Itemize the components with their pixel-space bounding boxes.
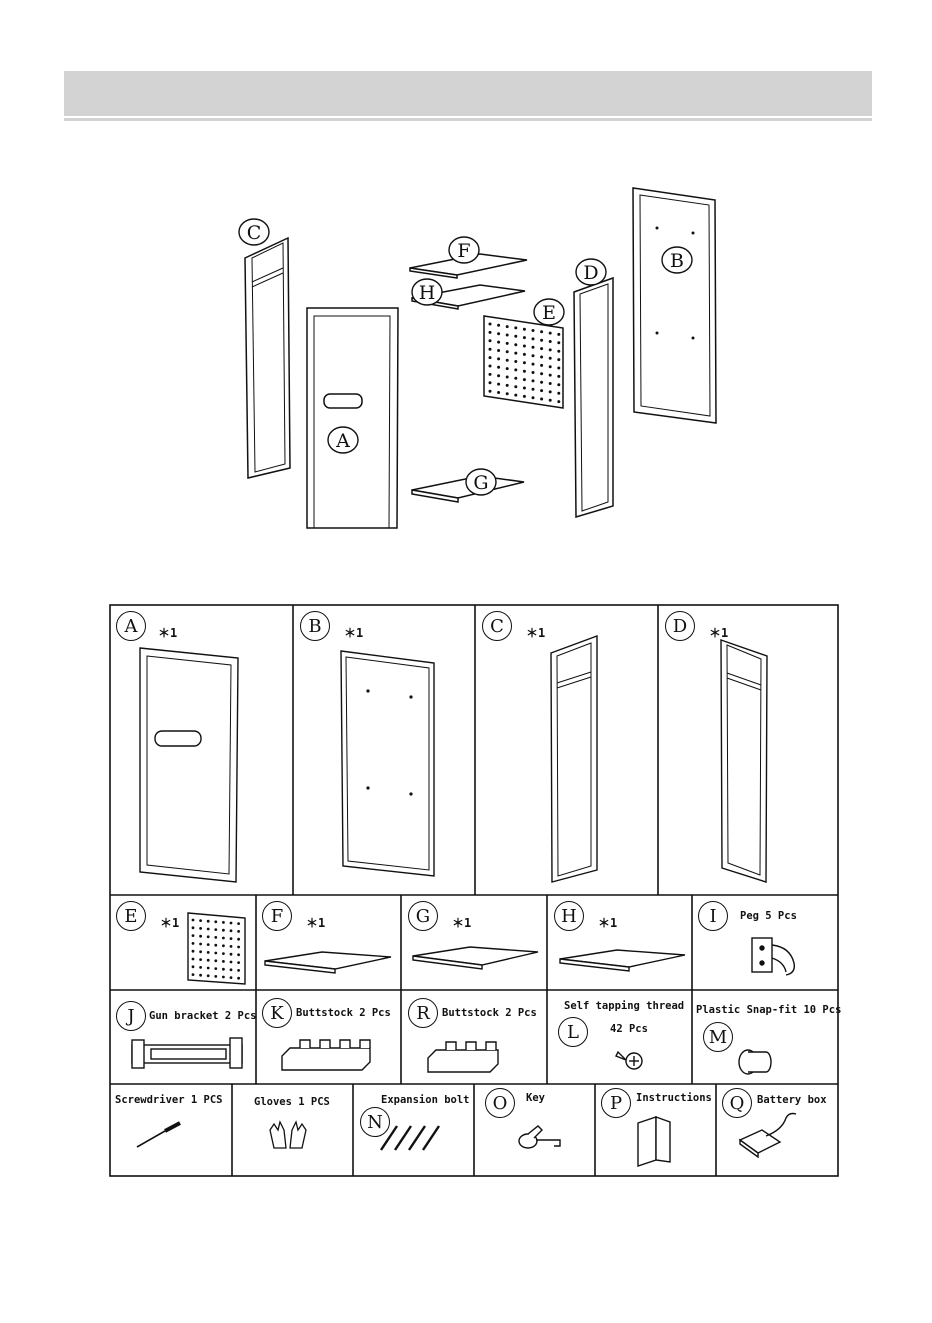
part-label-o: O bbox=[485, 1088, 515, 1118]
part-label-i: I bbox=[698, 901, 728, 931]
part-i-peg-drawing bbox=[752, 938, 794, 975]
part-desc-i: Peg 5 Pcs bbox=[740, 910, 797, 922]
part-desc2-l: 42 Pcs bbox=[610, 1023, 648, 1035]
part-label-m: M bbox=[703, 1022, 733, 1052]
part-label-q: Q bbox=[722, 1088, 752, 1118]
part-g-shelf-drawing bbox=[413, 947, 538, 969]
part-label-g: G bbox=[408, 901, 438, 931]
part-c-side-panel-drawing bbox=[551, 636, 597, 882]
part-b-back-panel-drawing bbox=[341, 651, 434, 876]
part-label-a: A bbox=[116, 611, 146, 641]
part-label-r: R bbox=[408, 998, 438, 1028]
gloves-drawing bbox=[270, 1122, 306, 1148]
screwdriver-desc: Screwdriver 1 PCS bbox=[115, 1094, 222, 1106]
part-d-side-panel-drawing bbox=[721, 640, 767, 882]
part-o-key-drawing bbox=[519, 1126, 560, 1148]
part-desc-p: Instructions bbox=[636, 1092, 712, 1104]
part-j-gun-bracket-drawing bbox=[132, 1038, 242, 1068]
part-label-c: C bbox=[482, 611, 512, 641]
part-desc-o: Key bbox=[526, 1092, 545, 1104]
part-label-b: B bbox=[300, 611, 330, 641]
part-label-n: N bbox=[360, 1107, 390, 1137]
part-qty-e: ＊1 bbox=[160, 914, 179, 931]
part-label-l: L bbox=[558, 1017, 588, 1047]
part-l-screw-drawing bbox=[616, 1052, 642, 1069]
part-k-buttstock-drawing bbox=[282, 1040, 370, 1070]
screwdriver-drawing bbox=[137, 1123, 180, 1147]
part-label-h: H bbox=[554, 901, 584, 931]
part-q-battery-box-drawing bbox=[740, 1114, 796, 1158]
part-p-instructions-drawing bbox=[638, 1117, 670, 1166]
part-r-buttstock-drawing bbox=[428, 1042, 498, 1072]
part-label-f: F bbox=[262, 901, 292, 931]
part-label-p: P bbox=[601, 1088, 631, 1118]
part-n-expansion-bolts-drawing bbox=[381, 1126, 439, 1150]
part-desc-k: Buttstock 2 Pcs bbox=[296, 1007, 391, 1019]
part-label-d: D bbox=[665, 611, 695, 641]
part-desc-l: Self tapping thread bbox=[564, 1000, 684, 1012]
part-label-k: K bbox=[262, 998, 292, 1028]
part-desc-j: Gun bracket 2 Pcs bbox=[149, 1010, 256, 1022]
gloves-desc: Gloves 1 PCS bbox=[254, 1096, 330, 1108]
part-desc-r: Buttstock 2 Pcs bbox=[442, 1007, 537, 1019]
part-label-e: E bbox=[116, 901, 146, 931]
part-h-shelf-drawing bbox=[560, 950, 685, 971]
part-e-pegboard-drawing bbox=[188, 913, 245, 984]
part-qty-g: ＊1 bbox=[452, 914, 471, 931]
part-qty-c: ＊1 bbox=[526, 624, 545, 641]
part-a-door-drawing bbox=[140, 648, 238, 882]
part-desc-q: Battery box bbox=[757, 1094, 827, 1106]
part-qty-h: ＊1 bbox=[598, 914, 617, 931]
part-qty-d: ＊1 bbox=[709, 624, 728, 641]
part-f-shelf-drawing bbox=[265, 952, 391, 973]
part-qty-a: ＊1 bbox=[158, 624, 177, 641]
part-desc-n: Expansion bolt bbox=[381, 1094, 470, 1106]
part-m-snap-fit-drawing bbox=[739, 1050, 771, 1074]
part-qty-f: ＊1 bbox=[306, 914, 325, 931]
part-desc-m: Plastic Snap-fit 10 Pcs bbox=[696, 1004, 841, 1016]
part-label-j: J bbox=[116, 1001, 146, 1031]
part-qty-b: ＊1 bbox=[344, 624, 363, 641]
